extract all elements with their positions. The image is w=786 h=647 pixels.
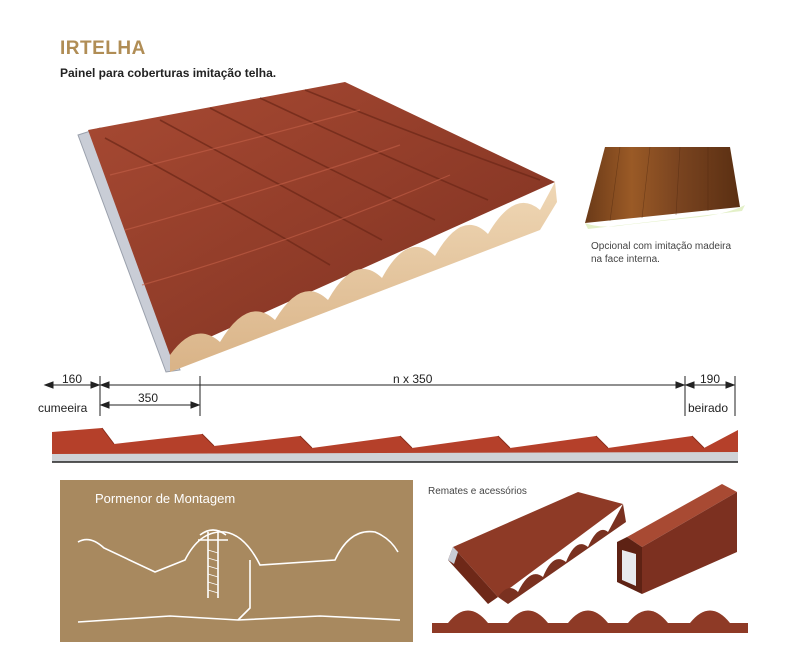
ridge-profile-accessory — [432, 610, 748, 633]
mounting-detail-drawing — [77, 529, 401, 623]
dimension-lines — [43, 376, 736, 416]
dim-right-offset-label: beirado — [688, 401, 729, 415]
mounting-detail-panel — [60, 480, 413, 642]
page-title: IRTELHA — [60, 38, 146, 59]
mounting-detail-title: Pormenor de Montagem — [95, 491, 236, 506]
dim-left-offset: 160 — [62, 372, 83, 386]
gutter-flashing-accessory — [617, 484, 737, 594]
roof-panel-illustration — [77, 82, 557, 373]
ridge-cap-accessory — [448, 492, 626, 604]
wood-option-swatch — [585, 146, 745, 229]
wood-option-caption-line1: Opcional com imitação madeira — [591, 241, 732, 252]
wood-option-caption-line2: na face interna. — [591, 254, 660, 265]
dim-left-offset-label: cumeeira — [38, 401, 88, 415]
page-subtitle: Painel para coberturas imitação telha. — [60, 66, 277, 80]
panel-profile-section — [52, 427, 738, 463]
dim-pitch: 350 — [138, 391, 159, 405]
accessories-title: Remates e acessórios — [428, 486, 527, 497]
dim-span: n x 350 — [393, 372, 433, 386]
dim-right-offset: 190 — [700, 372, 721, 386]
